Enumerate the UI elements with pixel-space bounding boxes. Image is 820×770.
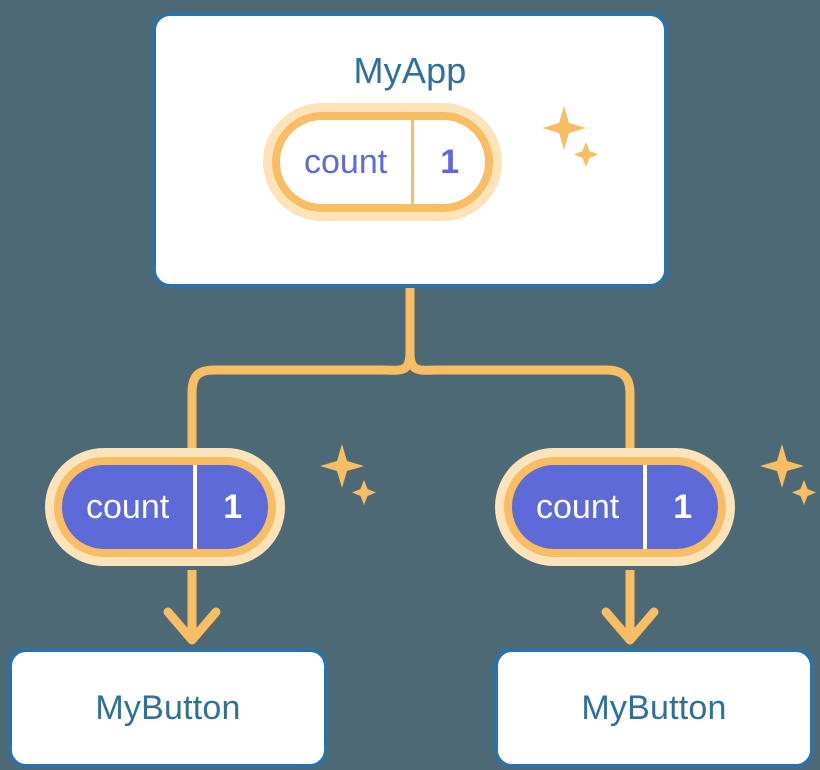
- signal-pill-body-root: count 1: [272, 112, 494, 212]
- fork-branch-left: [187, 347, 415, 460]
- signal-name-root: count: [304, 143, 388, 181]
- signal-name-right: count: [536, 488, 620, 526]
- component-title-mybutton-right: MyButton: [581, 688, 727, 727]
- signal-value-right: 1: [643, 465, 718, 549]
- signal-pill-left[interactable]: count 1: [54, 457, 277, 557]
- arrow-down-left-head: [163, 607, 221, 645]
- signal-pill-body-right: count 1: [504, 457, 727, 557]
- fork-branch-right: [405, 347, 635, 460]
- sparkles-icon-left: [320, 444, 376, 505]
- signal-pill-root[interactable]: count 1: [272, 112, 494, 212]
- component-card-mybutton-right[interactable]: MyButton: [494, 648, 814, 768]
- component-title-mybutton-left: MyButton: [95, 688, 241, 727]
- signal-pill-right[interactable]: count 1: [504, 457, 727, 557]
- arrow-down-right-head: [601, 607, 659, 645]
- signal-value-root: 1: [411, 120, 485, 204]
- signal-pill-body-left: count 1: [54, 457, 277, 557]
- signal-value-left: 1: [193, 465, 268, 549]
- sparkles-icon-right: [760, 444, 816, 505]
- signal-name-left: count: [86, 488, 170, 526]
- component-card-mybutton-left[interactable]: MyButton: [8, 648, 328, 768]
- component-title-myapp: MyApp: [353, 50, 467, 91]
